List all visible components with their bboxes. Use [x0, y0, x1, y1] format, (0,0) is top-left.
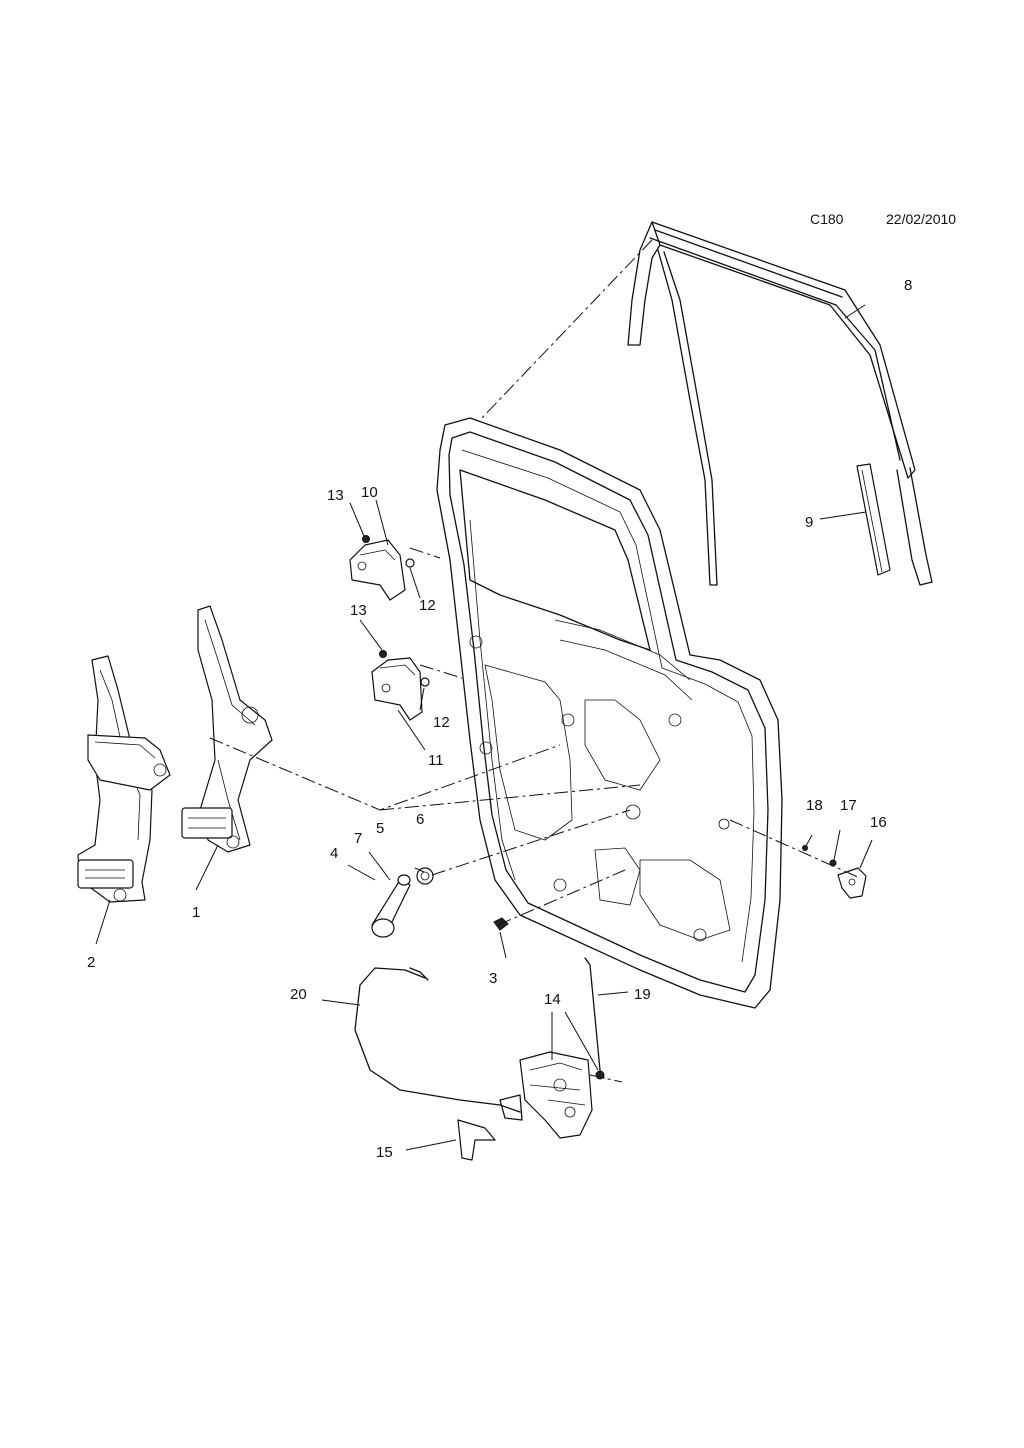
callout-16: 16: [870, 814, 887, 831]
callout-8: 8: [904, 277, 912, 294]
callout-18: 18: [806, 797, 823, 814]
callout-13-upper: 13: [327, 487, 344, 504]
callout-14: 14: [544, 991, 561, 1008]
callout-7: 7: [354, 830, 362, 847]
window-regulator-with-motor: [77, 655, 171, 903]
clip-18: [802, 845, 808, 851]
callout-13-lower: 13: [350, 602, 367, 619]
door-lock-actuator: [519, 1051, 605, 1139]
callout-2: 2: [87, 954, 95, 971]
door-check-bracket: [837, 867, 867, 899]
window-crank-handle: [371, 879, 411, 938]
callout-labels: 8 9 10 13 12 13 12 11 5 6 7 4 1 2 3 18 1…: [87, 277, 912, 1161]
cable-bracket: [457, 1119, 496, 1161]
callout-10: 10: [361, 484, 378, 501]
callout-12-upper: 12: [419, 597, 436, 614]
door-inner-panel: [436, 417, 783, 1009]
callout-6: 6: [416, 811, 424, 828]
callout-12-lower: 12: [433, 714, 450, 731]
callout-5: 5: [376, 820, 384, 837]
callout-20: 20: [290, 986, 307, 1003]
hinge-bolts: [362, 535, 430, 687]
assembly-lines: [209, 239, 861, 1083]
release-cable: [354, 967, 523, 1121]
diagram-date: 22/02/2010: [886, 211, 956, 227]
upper-hinge: [349, 539, 406, 601]
diagram-code: C180: [810, 211, 844, 227]
callout-19: 19: [634, 986, 651, 1003]
lower-hinge: [371, 657, 423, 721]
callout-9: 9: [805, 514, 813, 531]
callout-leaders: [95, 304, 873, 1151]
callout-1: 1: [192, 904, 200, 921]
window-channel-frame: [627, 221, 933, 586]
window-regulator: [181, 605, 273, 853]
callout-3: 3: [489, 970, 497, 987]
handle-washer: [397, 874, 411, 886]
callout-15: 15: [376, 1144, 393, 1161]
callout-17: 17: [840, 797, 857, 814]
seal-strip: [856, 463, 891, 576]
handle-bushing: [416, 867, 434, 885]
callout-4: 4: [330, 845, 338, 862]
callout-11: 11: [428, 752, 444, 769]
